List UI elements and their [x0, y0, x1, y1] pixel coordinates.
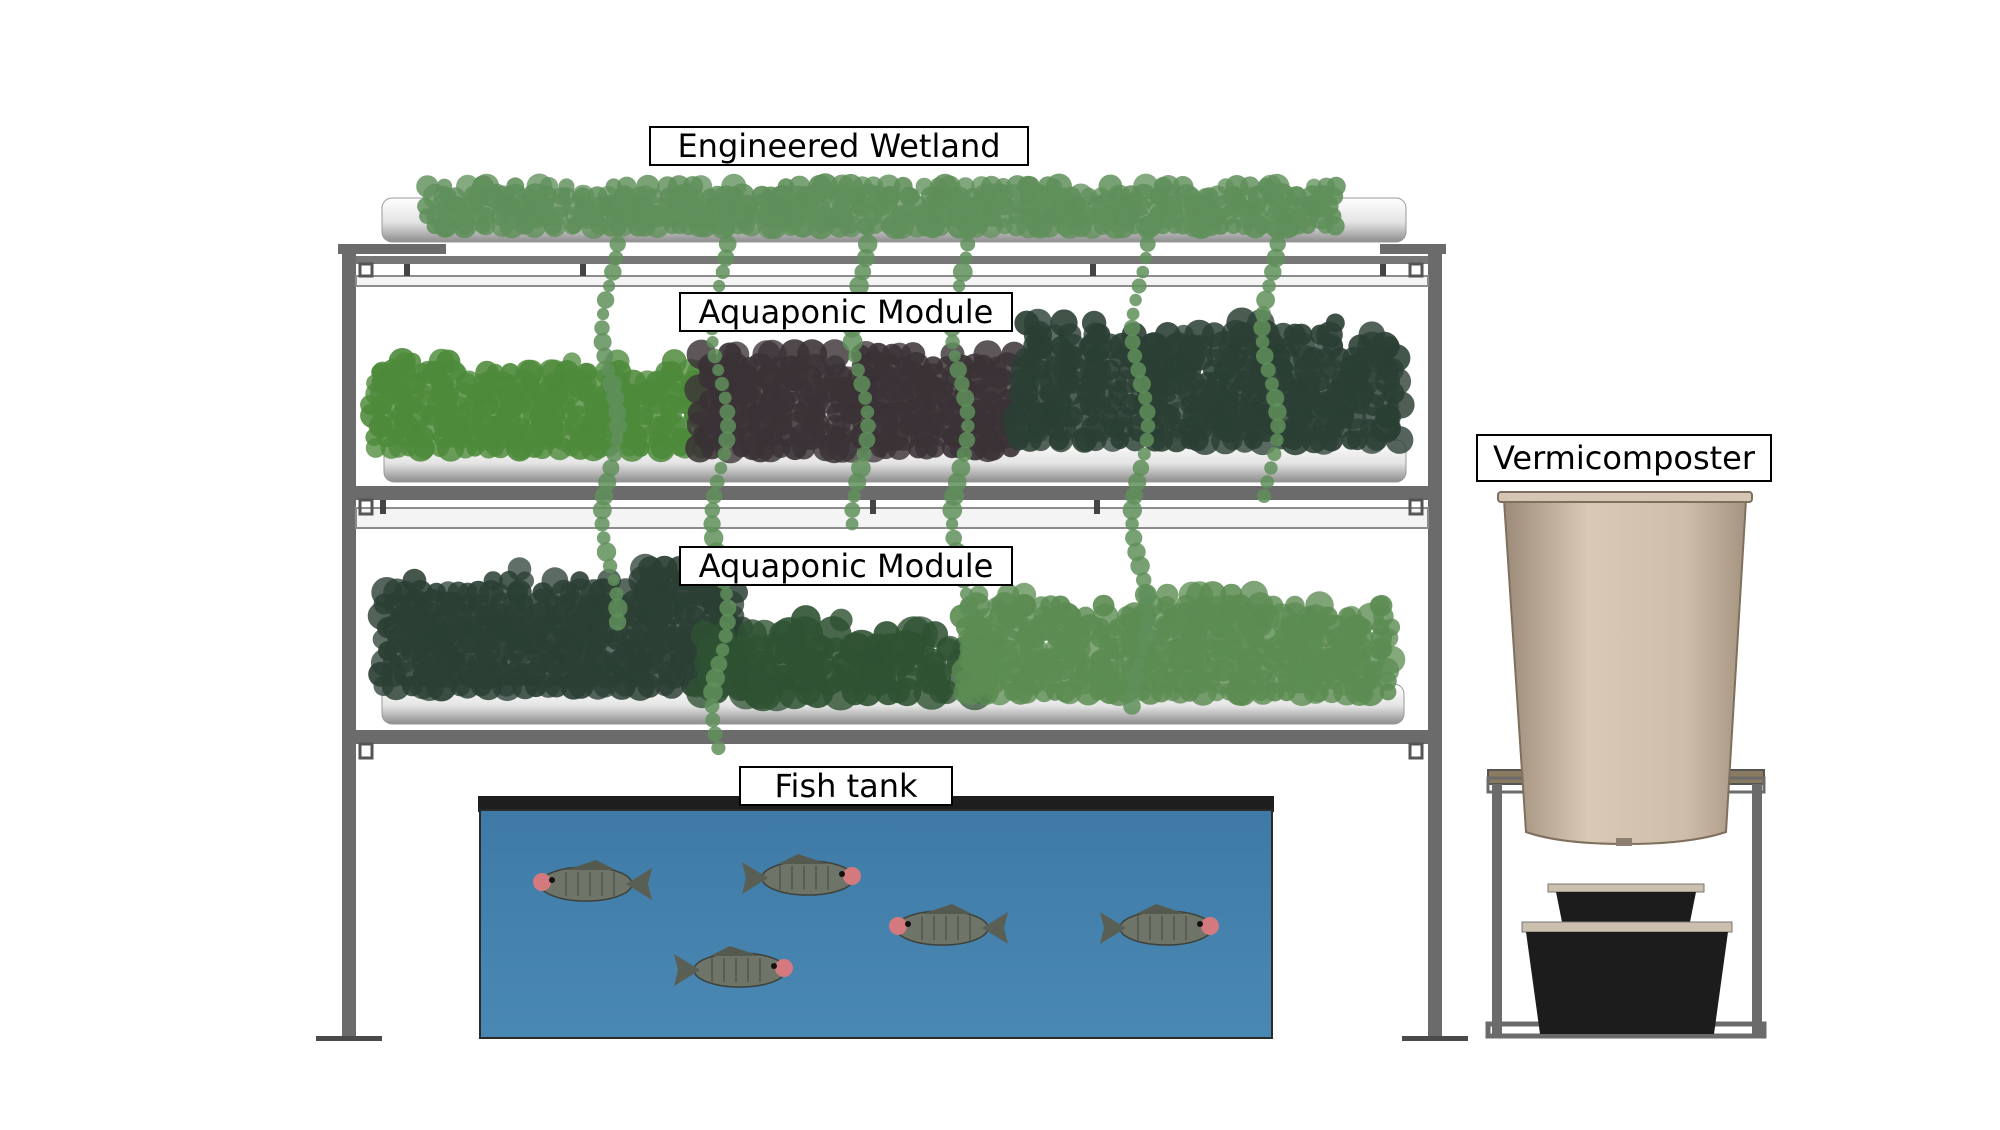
leafy-plant-icon: [1286, 186, 1307, 207]
trailing-vine-icon: [592, 223, 628, 631]
lower-leafy-bed: [949, 580, 1406, 707]
tilapia-fish-icon: [674, 946, 793, 988]
rack-post-left: [342, 246, 356, 1041]
leafy-plant-icon: [923, 356, 944, 376]
rack-post-right: [1428, 246, 1442, 1041]
leafy-plant-icon: [1013, 594, 1037, 618]
leafy-plant-icon: [1285, 595, 1305, 616]
aquaponic-module-upper-label: Aquaponic Module: [679, 292, 1013, 332]
leafy-plant-icon: [571, 184, 595, 208]
upper-module-plants: [360, 307, 1415, 464]
lower-module-plants: [367, 553, 1406, 712]
leafy-plant-icon: [1290, 323, 1313, 346]
leafy-plant-icon: [1326, 176, 1346, 196]
leafy-plant-icon: [790, 605, 821, 635]
wetland-canopy: [416, 173, 1346, 240]
rack-foot-left: [316, 1036, 382, 1041]
leafy-plant-icon: [1058, 604, 1082, 629]
shelf-middle: [356, 486, 1428, 500]
aquaponic-module-lower-label: Aquaponic Module: [679, 546, 1013, 586]
leafy-plant-icon: [1023, 308, 1053, 338]
leafy-plant-icon: [922, 652, 945, 675]
leafy-plant-icon: [518, 359, 544, 386]
leafy-plant-icon: [903, 188, 920, 205]
leafy-plant-icon: [506, 177, 525, 196]
leafy-plant-icon: [562, 352, 582, 371]
leafy-plant-icon: [416, 175, 439, 198]
leafy-plant-icon: [1264, 173, 1290, 199]
shelf-top: [356, 256, 1428, 264]
tilapia-fish-icon: [533, 860, 652, 902]
leafy-plant-icon: [757, 339, 787, 369]
leafy-plant-icon: [1092, 594, 1115, 617]
trailing-vine-icon: [1122, 220, 1158, 715]
leafy-plant-icon: [797, 339, 828, 370]
trailing-vine-icon: [942, 220, 978, 617]
leafy-plant-icon: [726, 581, 749, 604]
fish-tank: [478, 796, 1274, 1039]
leafy-plant-icon: [1379, 336, 1400, 357]
leafy-plant-icon: [1239, 580, 1268, 609]
leafy-plant-icon: [819, 339, 850, 370]
leafy-plant-icon: [729, 183, 755, 210]
leafy-plant-icon: [647, 188, 663, 205]
vermicomposter-label: Vermicomposter: [1476, 434, 1772, 482]
leafy-plant-icon: [1156, 583, 1179, 606]
leafy-plant-icon: [829, 608, 853, 632]
upper-dark-shrub-bed: [684, 339, 1027, 464]
compost-bin-icon: [1497, 491, 1753, 846]
leafy-plant-icon: [1080, 187, 1098, 205]
engineered-wetland-label: Engineered Wetland: [649, 126, 1029, 166]
leafy-plant-icon: [403, 352, 422, 371]
wetland-vines: [416, 173, 1346, 756]
rack-frame: [316, 244, 1468, 1041]
tilapia-fish-icon: [1100, 904, 1219, 946]
tilapia-fish-icon: [742, 854, 861, 896]
fish-tank-label: Fish tank: [739, 766, 953, 806]
worm-trays: [1521, 883, 1733, 1034]
leafy-plant-icon: [515, 571, 534, 590]
leafy-plant-icon: [1156, 175, 1180, 198]
leafy-plant-icon: [1050, 309, 1078, 337]
leafy-plant-icon: [900, 342, 926, 367]
rack-top-beam: [338, 244, 446, 254]
leafy-plant-icon: [539, 177, 559, 196]
leafy-plant-icon: [1318, 606, 1338, 627]
rack-foot-right: [1402, 1036, 1468, 1041]
leafy-plant-icon: [1325, 313, 1345, 333]
shelf-lower: [356, 730, 1428, 744]
fish-group: [533, 854, 1219, 988]
leafy-plant-icon: [1060, 345, 1086, 371]
leafy-plant-icon: [558, 178, 575, 195]
trailing-vine-icon: [1253, 220, 1288, 503]
upper-evergreen-bed: [1001, 307, 1415, 456]
tilapia-fish-icon: [889, 904, 1008, 946]
leafy-plant-icon: [969, 585, 989, 605]
leafy-plant-icon: [1371, 594, 1393, 617]
upper-herb-bed: [360, 348, 714, 463]
